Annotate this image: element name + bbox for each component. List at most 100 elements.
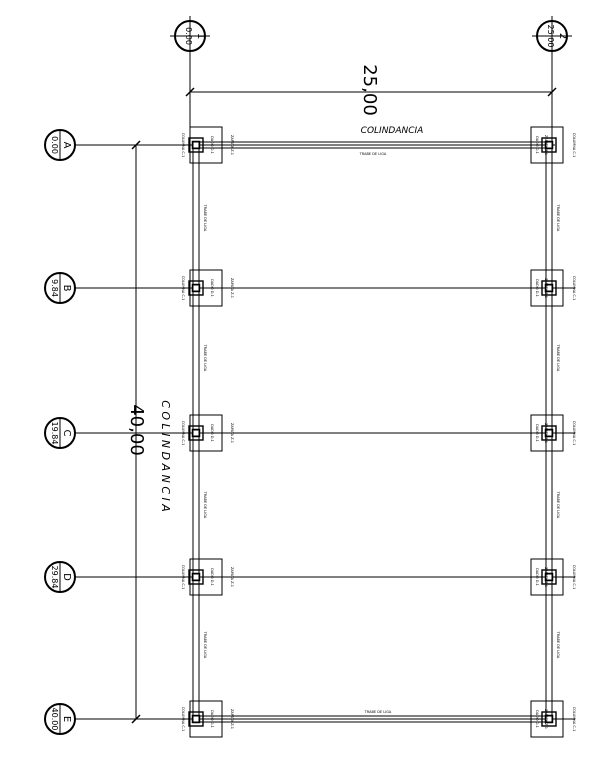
zapata-label: ZAPATA Z-1 [230, 135, 234, 155]
zapata-label: ZAPATA Z-1 [544, 709, 548, 729]
axis-bubble-2: 25.00 2 [532, 16, 572, 56]
column-core [546, 285, 552, 291]
dado-outline [188, 569, 204, 585]
beam-label-left-1: TRABE DE LIGA [203, 204, 207, 232]
dado-label: DADO D-1 [535, 710, 539, 728]
beam-label-right-1: TRABE DE LIGA [556, 204, 560, 232]
dado-outline [541, 280, 557, 296]
dado-outline [188, 280, 204, 296]
zapata-outline [530, 558, 564, 596]
axis-level-C: 19.84 [50, 422, 59, 445]
tie-beams [192, 141, 553, 723]
zapata-outline [189, 269, 223, 307]
footing: DADO D-1 COLUMNA C-1 ZAPATA Z-1 [181, 700, 234, 738]
dimension-width-label: 25,00 [359, 64, 380, 116]
column-label: COLUMNA C-1 [572, 133, 576, 158]
dado-label: DADO D-1 [535, 136, 539, 154]
axis-bubble-A: 0.00 A [44, 129, 76, 161]
column-label: COLUMNA C-1 [181, 276, 185, 301]
beam-label-top: TRABE DE LIGA [359, 152, 387, 156]
dado-label: DADO D-1 [535, 279, 539, 297]
zapata-outline [530, 700, 564, 738]
dado-label: DADO D-1 [535, 424, 539, 442]
column-core [193, 142, 199, 148]
axis-bubble-E: 40.00 E [44, 703, 76, 735]
beam-label-left-4: TRABE DE LIGA [203, 631, 207, 659]
dado-outline [188, 711, 204, 727]
axis-bubble-D: 29.84 D [44, 561, 76, 593]
column-label: COLUMNA C-1 [572, 565, 576, 590]
beam-label-right-4: TRABE DE LIGA [556, 631, 560, 659]
beam-label-left-2: TRABE DE LIGA [203, 344, 207, 372]
dimension-width: 25,00 COLINDANCIA [185, 64, 557, 136]
dado-label: DADO D-1 [210, 424, 214, 442]
axis-bubble-1: 0.00 1 [170, 16, 210, 56]
axis-level-2: 25.00 [546, 25, 555, 48]
footing: DADO D-1 COLUMNA C-1 ZAPATA Z-1 [530, 414, 576, 452]
dado-label: DADO D-1 [210, 279, 214, 297]
zapata-outline [530, 269, 564, 307]
row-axis-lines [75, 144, 575, 720]
beam-label-bottom: TRABE DE LIGA [364, 710, 392, 714]
axis-letter-A: A [61, 142, 72, 149]
beam-label-right-3: TRABE DE LIGA [556, 491, 560, 519]
axis-level-D: 29.84 [50, 566, 59, 589]
column-core [193, 716, 199, 722]
column-core [193, 285, 199, 291]
axis-letter-1: 1 [195, 33, 206, 39]
zapata-outline [530, 414, 564, 452]
footing: DADO D-1 COLUMNA C-1 ZAPATA Z-1 [181, 558, 234, 596]
column-label: COLUMNA C-1 [181, 421, 185, 446]
axis-level-E: 40.00 [50, 708, 59, 731]
boundary-top-label: COLINDANCIA [361, 126, 424, 136]
beam-labels: TRABE DE LIGA TRABE DE LIGA TRABE DE LIG… [203, 152, 560, 714]
column-core [193, 430, 199, 436]
dimension-height: 40,00 C O L I N D A N C I A [126, 140, 172, 724]
axis-letter-2: 2 [557, 33, 568, 39]
zapata-label: ZAPATA Z-1 [544, 278, 548, 298]
dado-outline [541, 137, 557, 153]
axis-level-A: 0.00 [50, 136, 59, 154]
axis-letter-B: B [61, 285, 72, 292]
zapata-outline [189, 414, 223, 452]
dado-label: DADO D-1 [210, 568, 214, 586]
zapata-label: ZAPATA Z-1 [544, 423, 548, 443]
axis-level-B: 9.84 [50, 279, 59, 297]
column-label: COLUMNA C-1 [572, 421, 576, 446]
dado-outline [541, 425, 557, 441]
column-core [546, 430, 552, 436]
zapata-label: ZAPATA Z-1 [544, 567, 548, 587]
zapata-outline [530, 126, 564, 164]
beam-label-right-2: TRABE DE LIGA [556, 344, 560, 372]
zapata-outline [189, 126, 223, 164]
dado-label: DADO D-1 [210, 710, 214, 728]
axis-bubble-B: 9.84 B [44, 272, 76, 304]
footing: DADO D-1 COLUMNA C-1 ZAPATA Z-1 [530, 269, 576, 307]
dado-outline [541, 711, 557, 727]
zapata-label: ZAPATA Z-1 [230, 709, 234, 729]
boundary-left-label: C O L I N D A N C I A [159, 400, 172, 512]
zapata-label: ZAPATA Z-1 [230, 423, 234, 443]
axis-letter-C: C [61, 430, 72, 437]
column-core [546, 716, 552, 722]
axis-bubble-C: 19.84 C [44, 417, 76, 449]
column-label: COLUMNA C-1 [181, 707, 185, 732]
dado-outline [188, 137, 204, 153]
zapata-label: ZAPATA Z-1 [230, 567, 234, 587]
column-label: COLUMNA C-1 [181, 565, 185, 590]
dado-label: DADO D-1 [210, 136, 214, 154]
axis-letter-E: E [61, 716, 72, 722]
axis-letter-D: D [61, 573, 72, 581]
zapata-outline [189, 558, 223, 596]
beam-label-left-3: TRABE DE LIGA [203, 491, 207, 519]
column-label: COLUMNA C-1 [572, 276, 576, 301]
dado-label: DADO D-1 [535, 568, 539, 586]
column-core [546, 574, 552, 580]
footing: DADO D-1 COLUMNA C-1 ZAPATA Z-1 [530, 558, 576, 596]
